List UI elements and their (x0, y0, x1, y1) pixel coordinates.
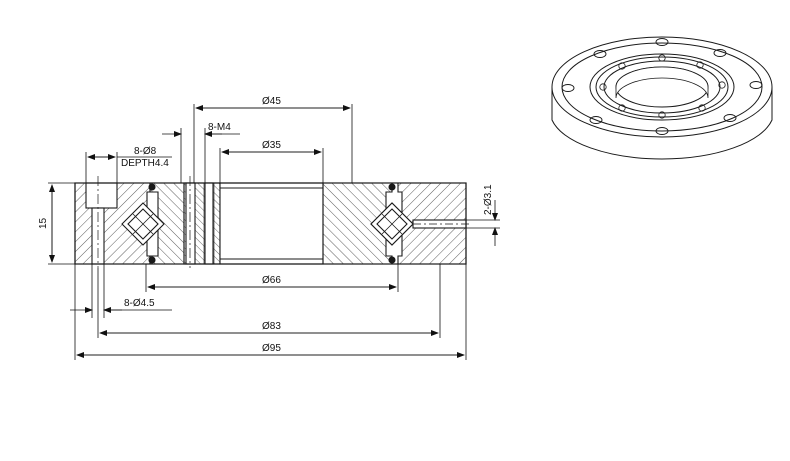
section-view (74, 176, 472, 268)
inner-ring-holes (599, 54, 726, 119)
dim-m4: 8-M4 (208, 122, 231, 133)
dim-d45: Ø45 (262, 96, 281, 107)
outer-ring-holes (561, 38, 763, 135)
bore (219, 182, 324, 265)
dim-d66: Ø66 (262, 275, 281, 286)
isometric-view (551, 36, 773, 160)
dim-d95: Ø95 (262, 343, 281, 354)
dim-h15: 15 (38, 217, 49, 229)
dim-d45b: 8-Ø4.5 (124, 298, 155, 309)
dim-d83: Ø83 (262, 321, 281, 332)
dim-d35: Ø35 (262, 140, 281, 151)
inner-ring (589, 53, 735, 121)
dim-depth: DEPTH4.4 (121, 158, 169, 169)
dimensions: Ø45 8-M4 Ø35 8-Ø8 DEPTH4.4 15 2-Ø3.1 Ø66… (38, 96, 500, 360)
dim-d8: 8-Ø8 (134, 146, 157, 157)
outer-ring-top (551, 36, 773, 138)
dim-d31: 2-Ø3.1 (483, 184, 494, 215)
left-counterbore (85, 182, 118, 209)
